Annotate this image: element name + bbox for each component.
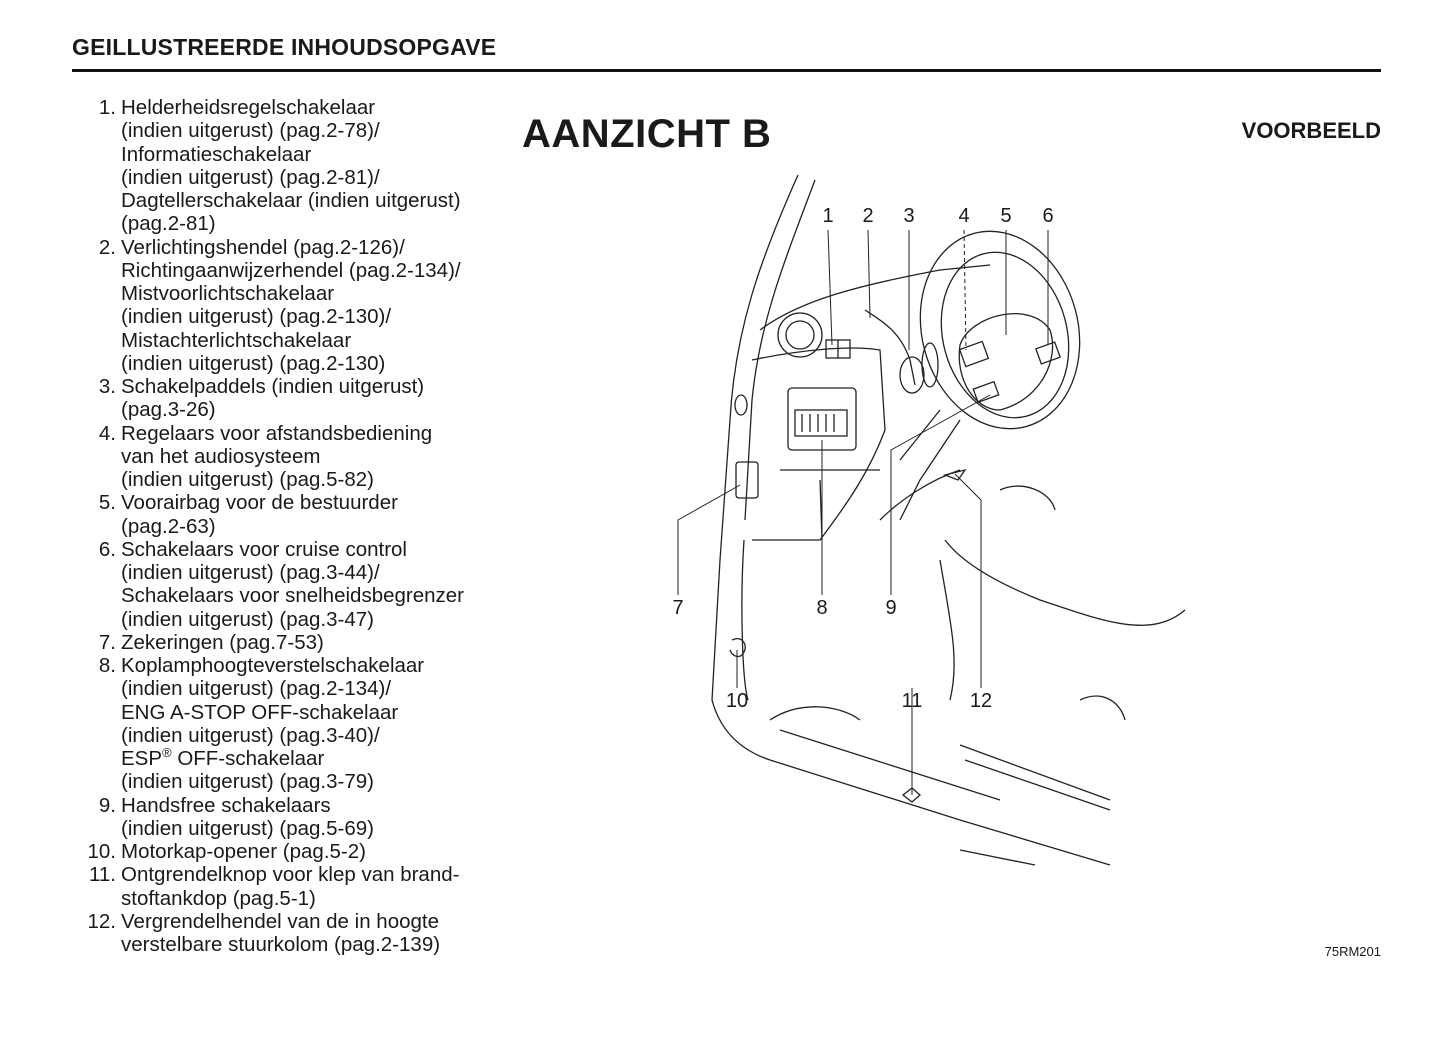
callout-3: 3 — [903, 205, 914, 227]
item-number: 8. — [98, 654, 116, 677]
item-text-line: Voorairbag voor de bestuurder — [121, 491, 398, 515]
dash-top — [759, 264, 991, 331]
item-text-line: (indien uitgerust) (pag.2-81)/ — [121, 165, 380, 189]
fuse-box — [735, 461, 759, 499]
figure-code: 75RM201 — [1324, 944, 1381, 959]
item-text-line: (indien uitgerust) (pag.3-44)/ — [121, 561, 380, 584]
stalk-2 — [864, 309, 916, 386]
item-number: 7. — [98, 630, 116, 654]
callout-11: 11 — [902, 690, 923, 712]
item-text-line: (indien uitgerust) (pag.2-130) — [121, 351, 386, 375]
callout-10: 10 — [726, 690, 748, 712]
item-number: 6. — [98, 537, 116, 561]
item-text-line: (indien uitgerust) (pag.5-82) — [121, 468, 374, 491]
list-item: 8.Koplamphoogteverstelschakelaar(indien … — [80, 654, 500, 794]
door-edge — [741, 539, 749, 701]
airbag-hub — [958, 313, 1054, 411]
item-text-line: (pag.2-81) — [121, 212, 216, 236]
item-text-line: (indien uitgerust) (pag.3-40)/ — [121, 723, 380, 747]
item-text-line: (indien uitgerust) (pag.2-134)/ — [121, 677, 392, 701]
tilt-lever — [942, 468, 967, 481]
hood-opener — [729, 638, 746, 658]
item-number: 9. — [98, 793, 116, 817]
item-number: 12. — [87, 909, 117, 933]
item-number: 3. — [98, 375, 116, 398]
callout-12: 12 — [970, 690, 992, 712]
item-text-line: Handsfree schakelaars — [121, 793, 331, 817]
item-text-line: Richtingaanwijzerhendel (pag.2-134)/ — [121, 258, 461, 282]
callout-8: 8 — [816, 597, 827, 619]
fuel-release — [901, 787, 921, 803]
item-list: 1.Helderheidsregelschakelaar(indien uitg… — [80, 96, 500, 956]
item-text-line: stoftankdop (pag.5-1) — [121, 886, 316, 910]
a-pillar — [711, 174, 1111, 866]
item-number: 11. — [89, 863, 116, 887]
list-item: 5.Voorairbag voor de bestuurder(pag.2-63… — [80, 491, 500, 538]
item-text-line: (pag.3-26) — [121, 398, 216, 422]
item-text-line: Verlichtingshendel (pag.2-126)/ — [121, 235, 405, 259]
item-text-line: (pag.2-63) — [121, 514, 216, 538]
callout-9: 9 — [885, 597, 896, 619]
vent-left — [777, 312, 823, 358]
item-number: 2. — [98, 235, 116, 259]
item-text-line: Informatieschakelaar — [121, 142, 312, 166]
list-item: 11.Ontgrendelknop voor klep van brand-st… — [80, 863, 500, 910]
item-text-line: Mistvoorlichtschakelaar — [121, 282, 335, 305]
item-text-line: Dagtellerschakelaar (indien uitgerust) — [121, 189, 461, 212]
floor — [769, 706, 1111, 866]
example-label: VOORBEELD — [1241, 118, 1381, 143]
item-text-line: Schakelpaddels (indien uitgerust) — [121, 375, 425, 398]
callout-5: 5 — [1000, 205, 1011, 227]
item-text-line: (indien uitgerust) (pag.3-47) — [121, 607, 374, 631]
item-text-line: ENG A-STOP OFF-schakelaar — [121, 700, 399, 724]
callout-1: 1 — [822, 205, 833, 227]
leader-lines — [677, 229, 1049, 795]
dash-lower — [751, 347, 886, 541]
item-text-line: Mistachterlichtschakelaar — [121, 328, 352, 352]
item-text-line: Regelaars voor afstandsbediening — [121, 421, 433, 445]
list-item: 3.Schakelpaddels (indien uitgerust)(pag.… — [80, 375, 500, 422]
item-text-line: (indien uitgerust) (pag.2-130)/ — [121, 305, 392, 329]
callout-2: 2 — [862, 205, 873, 227]
list-item: 9.Handsfree schakelaars(indien uitgerust… — [80, 794, 500, 841]
item-text-line: Schakelaars voor snelheidsbegrenzer — [121, 584, 465, 608]
item-text-line: ESP® OFF-schakelaar — [121, 745, 325, 770]
page-header-title: GEILLUSTREERDE INHOUDSOPGAVE — [72, 34, 497, 60]
item-text-line: (indien uitgerust) (pag.5-69) — [121, 816, 374, 840]
item-text-line: Koplamphoogteverstelschakelaar — [121, 654, 425, 677]
item-number: 4. — [98, 421, 116, 445]
list-item: 7.Zekeringen (pag.7-53) — [80, 631, 500, 654]
view-title: AANZICHT B — [522, 112, 772, 156]
dash-panel — [780, 469, 880, 541]
list-item: 6.Schakelaars voor cruise control(indien… — [80, 538, 500, 631]
callout-6: 6 — [1042, 205, 1053, 227]
list-item: 2.Verlichtingshendel (pag.2-126)/Richtin… — [80, 236, 500, 376]
item-number: 10. — [87, 840, 117, 863]
center-console — [939, 485, 1186, 701]
a-pillar-inner — [744, 179, 816, 521]
item-text-line: (indien uitgerust) (pag.3-79) — [121, 770, 374, 794]
item-text-line: Ontgrendelknop voor klep van brand- — [121, 863, 460, 887]
item-text-line: Zekeringen (pag.7-53) — [121, 630, 324, 654]
item-text-line: Helderheidsregelschakelaar — [121, 96, 376, 119]
list-item: 1.Helderheidsregelschakelaar(indien uitg… — [80, 96, 500, 236]
item-text-line: verstelbare stuurkolom (pag.2-139) — [121, 933, 441, 956]
list-item: 10.Motorkap-opener (pag.5-2) — [80, 840, 500, 863]
item-number: 1. — [98, 96, 116, 119]
item-text-line: Motorkap-opener (pag.5-2) — [121, 840, 366, 863]
item-text-line: (indien uitgerust) (pag.2-78)/ — [121, 119, 380, 143]
item-number: 5. — [98, 491, 116, 515]
item-text-line: Schakelaars voor cruise control — [121, 537, 407, 561]
item-text-line: van het audiosysteem — [121, 444, 321, 468]
steering-wheel — [919, 230, 1081, 430]
item-text-line: Vergrendelhendel van de in hoogte — [121, 909, 440, 933]
callout-7: 7 — [672, 597, 683, 619]
callout-4: 4 — [958, 205, 969, 227]
header-rule — [72, 69, 1381, 72]
